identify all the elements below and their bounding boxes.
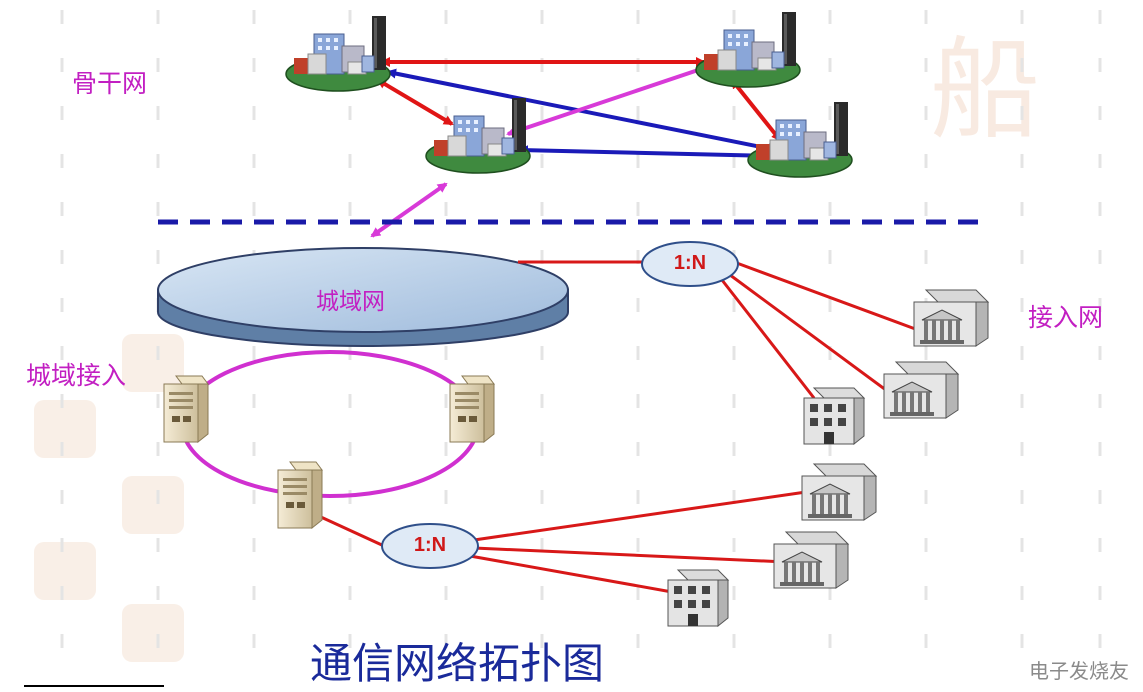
building-icon [801,463,877,521]
decorative-stamp [34,542,96,600]
metro-access-ring [180,350,480,498]
server-tower-icon [449,375,495,443]
backbone-metro-link [506,61,718,137]
access-link [469,554,673,594]
backbone-cross-link [518,145,774,161]
building-icon [773,531,849,589]
split-node-top [641,241,739,287]
city-building-cluster-icon [425,97,531,174]
decorative-stamp [34,400,96,458]
building-icon [667,569,729,627]
access-link [725,270,895,398]
server-tower-icon [163,375,209,443]
access-link [720,279,816,399]
city-building-cluster-icon [285,15,391,92]
diagram-title: 通信网络拓扑图 [310,639,605,688]
access-link [473,490,807,542]
split-ratio-bottom: 1:N [413,534,447,556]
backbone-links [370,57,782,238]
split-node-bottom [381,523,479,569]
backbone-label: 骨干网 [72,69,148,98]
metro-label: 城域网 [316,289,385,315]
city-building-cluster-icon [747,101,853,178]
access-links-top [518,260,919,399]
decorative-stamp [122,334,184,392]
access-endpoints [667,289,989,627]
building-icon [883,361,959,419]
backbone-link [730,78,782,142]
access-link [733,260,919,332]
decorative-seal: 船 [930,26,1040,154]
backbone-link [376,78,454,126]
access-link [473,546,787,564]
decorative-stamp [122,476,184,534]
metro-uplink [370,182,448,238]
access-network-label: 接入网 [1028,303,1104,332]
decorative-stamp [122,604,184,662]
metro-network-disk [157,247,569,347]
split-ratio-top: 1:N [673,252,707,274]
watermark: 电子发烧友 [1029,659,1129,683]
access-links-bottom [309,490,807,594]
city-building-cluster-icon [695,11,801,88]
metro-access-label: 城域接入 [26,361,127,390]
server-tower-icon [277,461,323,529]
